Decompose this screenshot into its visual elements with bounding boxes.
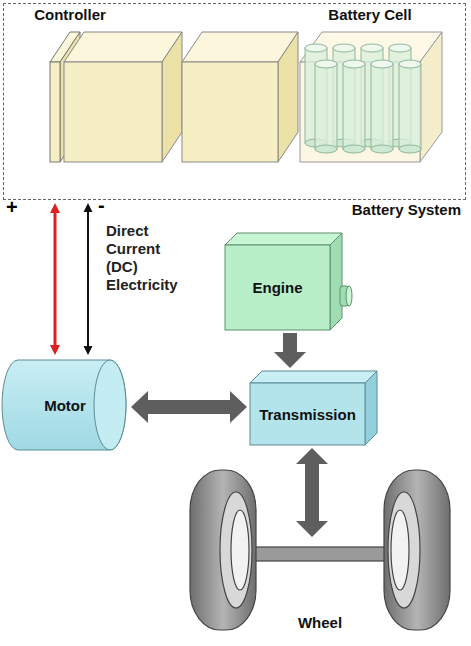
cell-cylinder	[399, 60, 421, 153]
node-label: Wheel	[185, 614, 455, 631]
cell-cylinder	[371, 60, 393, 153]
motor-cylinder: Motor	[2, 358, 128, 452]
battery-cell: Battery Cell	[290, 6, 450, 166]
node-label: Motor	[44, 397, 86, 414]
motor-cylinder	[2, 360, 126, 450]
battery-system-group: Battery SystemControllerBattery Cell	[3, 3, 466, 200]
wheel-assembly: Wheel	[185, 540, 455, 635]
node-label: Battery System	[350, 201, 463, 218]
engine-box	[225, 233, 352, 330]
node-label: Engine	[252, 279, 302, 296]
controller: Controller	[20, 6, 120, 166]
polarity-sign: +	[6, 196, 18, 219]
dc-wire-arrow	[50, 203, 60, 355]
power-flow-arrow	[131, 391, 247, 423]
node-label: Controller	[20, 6, 120, 23]
node-label: Battery Cell	[290, 6, 450, 23]
cell-cylinder	[343, 60, 365, 153]
transmission-box: Transmission	[250, 371, 377, 445]
engine-box: Engine	[225, 233, 342, 330]
battery-block	[64, 32, 182, 162]
node-label: Transmission	[259, 406, 356, 423]
battery-block	[182, 32, 298, 162]
transmission-box	[250, 371, 377, 445]
dc-wire-arrow	[84, 203, 93, 355]
wheel-assembly	[190, 470, 450, 630]
power-flow-arrow	[274, 333, 306, 368]
edge-label: Direct Current (DC) Electricity	[106, 222, 178, 294]
cell-cylinder	[315, 60, 337, 153]
polarity-sign: -	[98, 194, 105, 217]
power-flow-arrow	[296, 448, 328, 537]
battery-cell-block	[300, 32, 442, 162]
